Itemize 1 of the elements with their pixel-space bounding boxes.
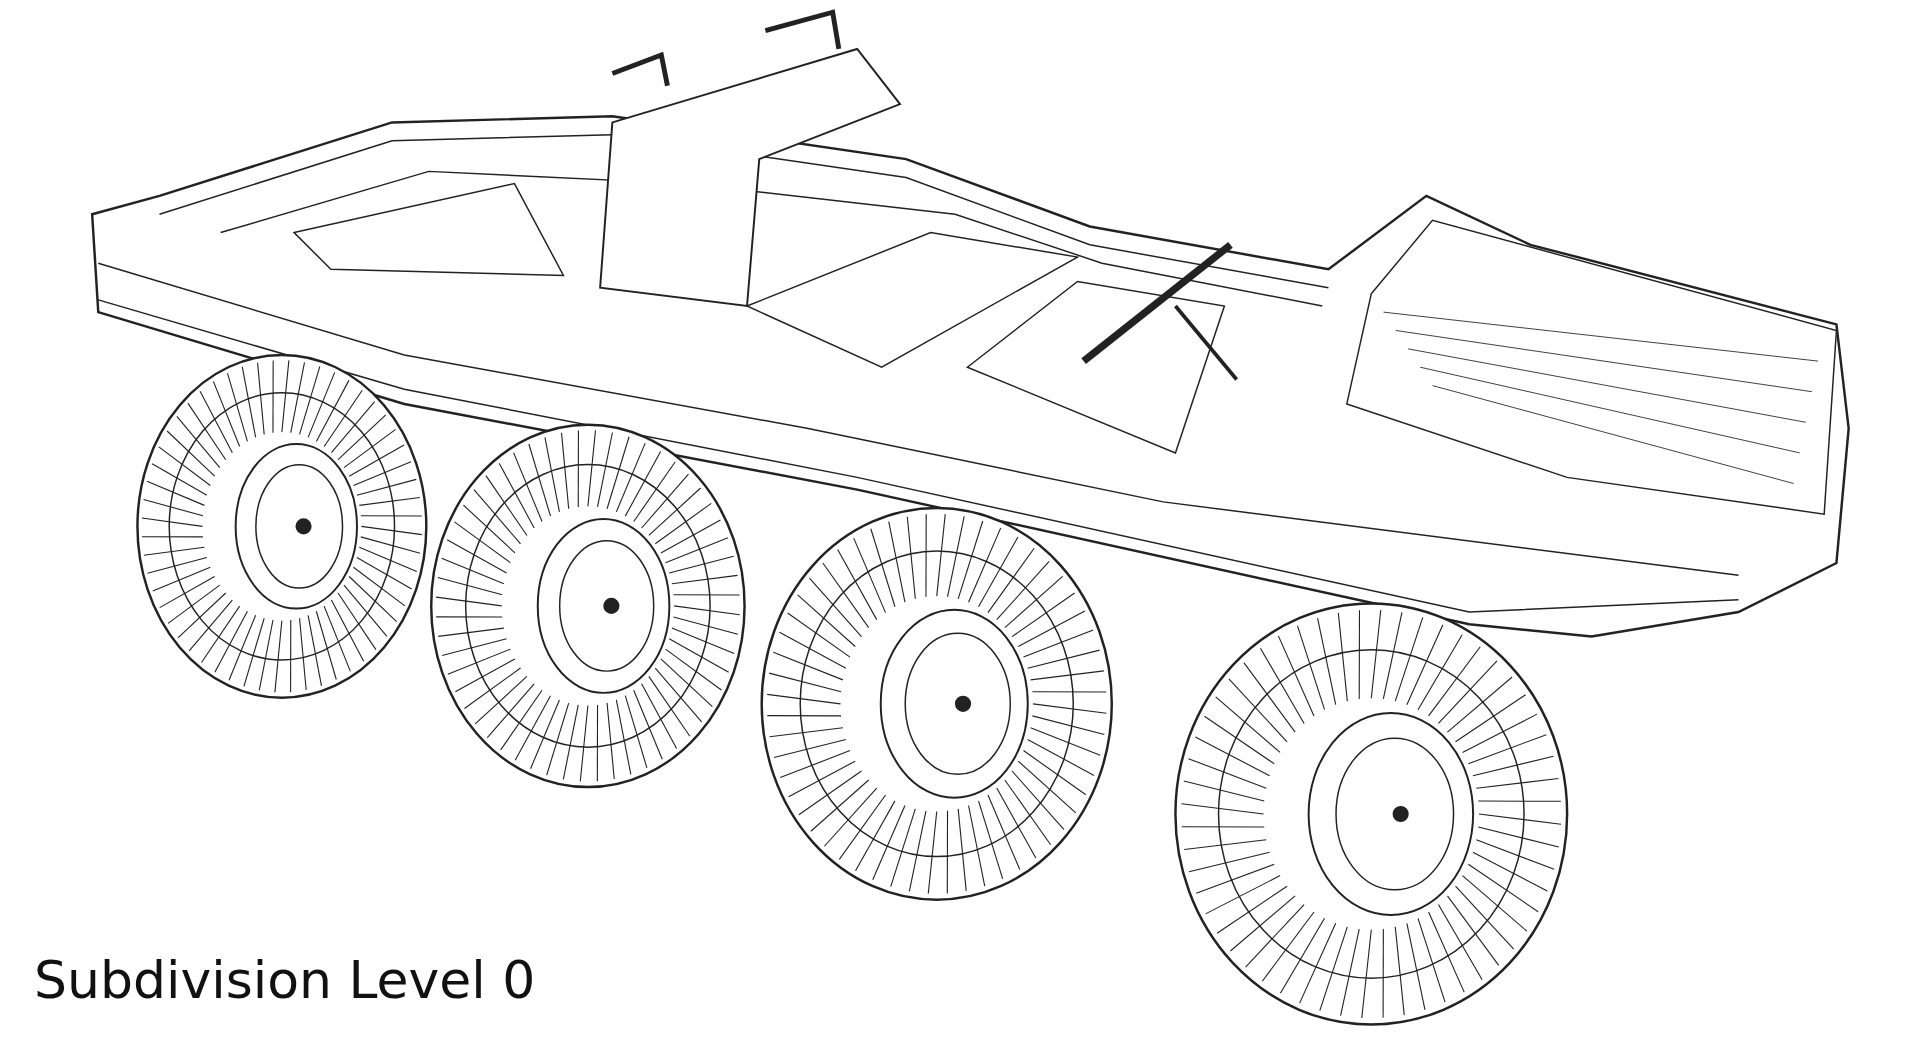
caption-text: Subdivision Level 0 — [34, 950, 536, 1010]
